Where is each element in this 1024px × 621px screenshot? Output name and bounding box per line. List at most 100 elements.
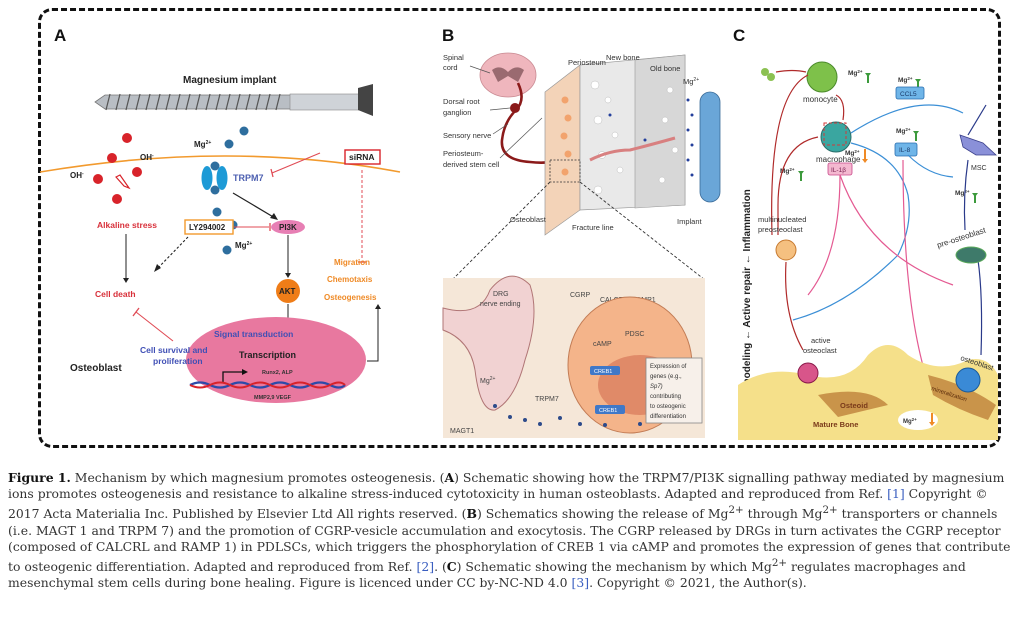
genes-label-1: Runx2, ALP — [262, 370, 293, 376]
svg-text:Expression of: Expression of — [650, 364, 687, 370]
trpm7-label: TRPM7 — [535, 396, 559, 403]
chemotaxis-label: Chemotaxis — [327, 275, 373, 284]
creb1-box — [590, 366, 620, 375]
implant-label: Magnesium implant — [183, 75, 277, 86]
pre-osteoblast-label: pre-osteoblast — [936, 225, 988, 249]
implant-label: Implant — [677, 217, 703, 226]
svg-text:contributing: contributing — [650, 394, 681, 400]
svg-text:Mg2+: Mg2+ — [955, 189, 970, 197]
camp-label: cAMP — [593, 341, 612, 348]
sirna-label: siRNA — [349, 152, 375, 162]
svg-text:Mg2+: Mg2+ — [903, 417, 917, 425]
pdsc-label-1: Periosteum- — [443, 149, 484, 158]
cell-survival-label-2: proliferation — [153, 356, 203, 366]
multinucleated-label-2: preosteoclast — [758, 225, 804, 234]
svg-text:CREB1: CREB1 — [599, 408, 617, 414]
periosteum-label: Periosteum — [568, 58, 606, 67]
spinal-cord-label-2: cord — [443, 63, 458, 72]
magt1-label: MAGT1 — [450, 428, 474, 435]
sirna-inhibit-line — [271, 152, 321, 174]
svg-text:IL-1β: IL-1β — [831, 167, 846, 174]
periosteum-layer — [544, 64, 581, 236]
zoom-box — [549, 159, 581, 183]
pdsc-label-2: derived stem cell — [443, 160, 500, 169]
trpm7-channel-icon — [201, 166, 213, 190]
cgrp-label: CGRP — [570, 292, 591, 299]
trpm7-label: TRPM7 — [233, 173, 264, 183]
il8-box — [894, 142, 918, 157]
creb1-p-box — [595, 405, 625, 414]
svg-text:IL-8: IL-8 — [899, 147, 911, 154]
signal-transduction-label: Signal transduction — [214, 329, 293, 339]
migration-label: Migration — [334, 258, 370, 267]
reference-link-1[interactable]: [1] — [887, 486, 905, 502]
drg-label-2: ganglion — [443, 108, 471, 117]
multinucleated-label-1: multinucleated — [758, 215, 806, 224]
active-osteoclast-label-1: active — [811, 336, 831, 345]
svg-text:Mg2+: Mg2+ — [780, 167, 795, 175]
caption-label: Figure 1. — [8, 470, 71, 485]
reference-link-3[interactable]: [3] — [571, 575, 590, 591]
implant-rod-icon — [699, 91, 721, 203]
monocyte-label: monocyte — [803, 95, 838, 104]
sensory-nerve-label: Sensory nerve — [443, 131, 491, 140]
magnesium-implant-icon — [94, 84, 373, 116]
osteoid-label: Osteoid — [840, 401, 868, 410]
spinal-cord-label-1: Spinal — [443, 53, 464, 62]
panel-b-letter: B — [442, 26, 455, 45]
svg-text:genes (e.g.,: genes (e.g., — [650, 374, 682, 380]
active-osteoclast-icon — [797, 362, 819, 384]
svg-text:Mg2+: Mg2+ — [898, 76, 913, 84]
fracture-line-label: Fracture line — [572, 223, 614, 232]
akt-node — [276, 279, 300, 303]
mature-bone-label: Mature Bone — [813, 420, 858, 429]
panel-c-diagram: Remodeling ← Active repair ← Inflammatio… — [738, 61, 998, 440]
macrophage-label: macrophage — [816, 155, 861, 164]
sirna-box — [344, 149, 381, 165]
drg-ending-label-2: nerve ending — [480, 301, 521, 308]
oh-label-2: OH- — [70, 171, 84, 180]
msc-icon — [959, 134, 998, 156]
stage-axis-label: Remodeling ← Active repair ← Inflammatio… — [742, 189, 753, 400]
cell-survival-label-1: Cell survival and — [140, 345, 208, 355]
active-osteoclast-label-2: osteoclast — [803, 346, 838, 355]
akt-label: AKT — [279, 287, 296, 296]
cell-death-label: Cell death — [95, 289, 136, 299]
drg-nerve-ending — [442, 275, 535, 411]
svg-text:Mg2+: Mg2+ — [845, 149, 860, 157]
svg-text:CCL5: CCL5 — [900, 91, 917, 98]
new-bone-label: New bone — [606, 53, 640, 62]
drg-ending-label-1: DRG — [493, 291, 509, 298]
ly294002-label: LY294002 — [189, 223, 226, 232]
msc-label: MSC — [971, 165, 987, 172]
transcription-label: Transcription — [239, 350, 296, 360]
panel-a-diagram: Magnesium implant OH- OH- Mg2+ TRPM7 siR… — [40, 75, 401, 403]
osteogenesis-label: Osteogenesis — [324, 293, 377, 302]
alkaline-stress-label: Alkaline stress — [97, 220, 157, 230]
svg-text:Sp7): Sp7) — [650, 384, 663, 390]
mg-inset-label: Mg2+ — [480, 376, 496, 385]
svg-text:Mg2+: Mg2+ — [848, 69, 863, 77]
expression-box — [645, 357, 703, 424]
drg-label-1: Dorsal root — [443, 97, 481, 106]
pre-osteoblast-icon — [955, 246, 987, 264]
figure-frame — [38, 8, 1001, 448]
svg-text:CREB1: CREB1 — [594, 369, 612, 375]
mg-ions — [210, 126, 249, 255]
reference-link-2[interactable]: [2] — [416, 559, 435, 575]
svg-text:differentiation: differentiation — [650, 414, 686, 420]
sensory-nerve — [500, 82, 559, 164]
mg-label-2: Mg2+ — [235, 241, 252, 250]
osteoblast-label: Osteoblast — [510, 215, 547, 224]
mg-label: Mg2+ — [683, 77, 699, 86]
ccl5-box — [895, 86, 925, 100]
pi3k-label: PI3K — [279, 223, 297, 232]
svg-text:to osteogenic: to osteogenic — [650, 404, 686, 410]
oh-label-1: OH- — [140, 153, 154, 162]
oh-ions — [93, 133, 142, 204]
panel-b-diagram: Spinal cord Dorsal root ganglion Sensory… — [442, 52, 721, 438]
preosteoclast-icon — [775, 239, 797, 261]
osteoblast-icon — [955, 367, 981, 393]
osteoblast-label: Osteoblast — [70, 363, 122, 374]
genes-label-2: MMP2,9 VEGF — [254, 395, 292, 401]
